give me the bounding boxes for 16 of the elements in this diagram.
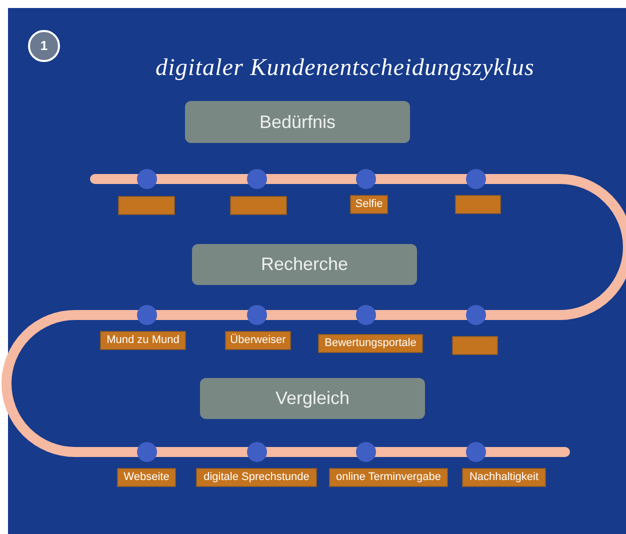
tag-label: Nachhaltigkeit (462, 468, 546, 487)
tag-label (230, 196, 287, 215)
tag-label (118, 196, 175, 215)
tag-label: Bewertungsportale (318, 334, 423, 353)
tag-label: Überweiser (225, 331, 291, 350)
title: digitaler Kundenentscheidungszyklus (154, 54, 536, 83)
stage-box: Vergleich (200, 378, 425, 419)
tag-label (455, 195, 501, 214)
tag-label: Selfie (350, 195, 388, 214)
tag-label: Webseite (117, 468, 176, 487)
stage-box: Recherche (192, 244, 417, 285)
tag-label: Mund zu Mund (100, 331, 186, 350)
tag-label: digitale Sprechstunde (196, 468, 317, 487)
tag-label (452, 336, 498, 355)
stage-box: Bedürfnis (185, 101, 410, 143)
tag-label: online Terminvergabe (329, 468, 448, 487)
